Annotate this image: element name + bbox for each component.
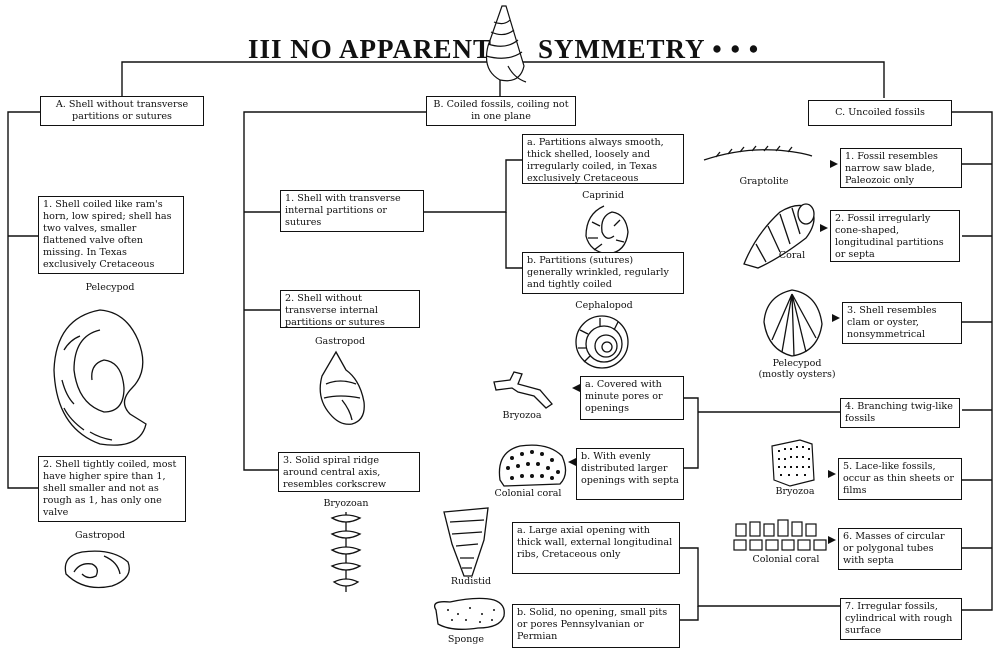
rudistid-illustration <box>443 507 489 577</box>
caption-rudistid: Rudistid <box>450 576 492 587</box>
branch-b-item-1: 1. Shell with transverse internal partit… <box>280 190 424 232</box>
coral-cone-illustration <box>743 203 815 269</box>
graptolite-illustration <box>703 145 813 161</box>
branch-c-item-4a: a. Covered with minute pores or openings <box>580 376 684 420</box>
branch-b-item-2: 2. Shell without transverse internal par… <box>280 290 420 328</box>
branch-c-item-7b: b. Solid, no opening, small pits or pore… <box>512 604 680 648</box>
colonial-coral-tubes-illustration <box>733 519 827 551</box>
branch-c-item-1: 1. Fossil resembles narrow saw blade, Pa… <box>840 148 962 188</box>
caption-graptolite: Graptolite <box>739 176 789 187</box>
title-left-text: III NO APPARENT <box>248 34 493 64</box>
caption-colonial-coral-c6: Colonial coral <box>752 554 820 565</box>
sponge-illustration <box>433 597 505 630</box>
branch-a-item-2: 2. Shell tightly coiled, most have highe… <box>38 456 186 522</box>
branch-a-item-1: 1. Shell coiled like ram's horn, low spi… <box>38 196 184 274</box>
caption-sponge: Sponge <box>447 634 485 645</box>
caption-gastropod-a: Gastropod <box>74 530 126 541</box>
branch-a-label: A. Shell without transverse partitions o… <box>40 96 204 126</box>
branch-c-item-6: 6. Masses of circular or polygonal tubes… <box>838 528 962 570</box>
branch-c-item-4: 4. Branching twig-like fossils <box>840 398 960 428</box>
branch-c-label: C. Uncoiled fossils <box>808 100 952 126</box>
caption-gastropod-b: Gastropod <box>314 336 366 347</box>
cephalopod-illustration <box>575 315 629 369</box>
gastropod-illustration-a <box>64 550 130 589</box>
branch-c-item-5: 5. Lace-like fossils, occur as thin shee… <box>838 458 962 500</box>
caption-caprinid: Caprinid <box>582 190 624 201</box>
branch-b-label: B. Coiled fossils, coiling not in one pl… <box>426 96 576 126</box>
gastropod-illustration-b <box>319 350 365 425</box>
branch-b-item-1a: a. Partitions always smooth, thick shell… <box>522 134 684 184</box>
pelecypod-illustration-a <box>53 309 147 446</box>
title-right-text: SYMMETRY • • • <box>538 34 760 64</box>
caption-pelecypod-c: Pelecypod (mostly oysters) <box>758 358 836 380</box>
colonial-coral-round-illustration <box>498 444 567 487</box>
caption-bryozoa-c4: Bryozoa <box>502 410 542 421</box>
branch-c-item-7a: a. Large axial opening with thick wall, … <box>512 522 680 574</box>
caption-bryozoan: Bryozoan <box>323 498 369 509</box>
pelecypod-oyster-illustration <box>763 289 823 357</box>
branch-c-item-2: 2. Fossil irregularly cone-shaped, longi… <box>830 210 960 262</box>
caption-coral: Coral <box>778 250 806 261</box>
caption-colonial-coral-c4: Colonial coral <box>494 488 562 499</box>
title-shell-illustration <box>485 5 527 83</box>
bryozoa-branching-illustration <box>493 371 553 409</box>
branch-b-item-1b: b. Partitions (sutures) generally wrinkl… <box>522 252 684 294</box>
caption-pelecypod-a: Pelecypod <box>85 282 135 293</box>
caption-cephalopod: Cephalopod <box>575 300 633 311</box>
diagram-title: III NO APPARENT SYMMETRY • • • <box>0 28 1000 68</box>
branch-c-item-7: 7. Irregular fossils, cylindrical with r… <box>840 598 962 640</box>
branch-c-item-4b: b. With evenly distributed larger openin… <box>576 448 684 500</box>
branch-b-item-3: 3. Solid spiral ridge around central axi… <box>278 452 420 492</box>
caprinid-illustration <box>585 205 629 255</box>
caption-bryozoa-c5: Bryozoa <box>775 486 815 497</box>
bryozoan-corkscrew-illustration <box>330 512 362 592</box>
bryozoa-lace-illustration <box>771 439 815 487</box>
branch-c-item-3: 3. Shell resembles clam or oyster, nonsy… <box>842 302 962 344</box>
